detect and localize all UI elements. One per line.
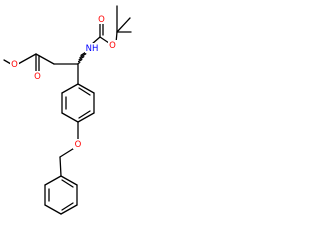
bond-layer bbox=[3, 5, 132, 215]
bond bbox=[61, 202, 74, 211]
stereo-hash-bond bbox=[77, 50, 89, 65]
boc-ether-oxygen-label: O bbox=[109, 41, 116, 51]
bond bbox=[35, 53, 55, 65]
bond bbox=[44, 175, 62, 186]
bond bbox=[99, 36, 110, 44]
bond bbox=[17, 53, 37, 65]
carbonyl-oxygen-label: O bbox=[34, 72, 41, 82]
bond bbox=[60, 175, 78, 186]
bond bbox=[3, 59, 12, 65]
bond bbox=[116, 17, 131, 33]
boc-carbonyl-oxygen-label: O bbox=[98, 15, 105, 25]
bond bbox=[78, 87, 91, 96]
bond bbox=[61, 112, 79, 123]
bond bbox=[61, 179, 74, 188]
ester-oxygen-label: O bbox=[11, 60, 18, 70]
bond bbox=[91, 36, 101, 45]
bond bbox=[59, 156, 62, 177]
structure-canvas: O O NH O O O bbox=[3, 5, 132, 215]
bond bbox=[61, 83, 79, 94]
bond bbox=[78, 110, 91, 119]
amine-nh-label: NH bbox=[86, 44, 99, 54]
atom-labels: O O NH O O O bbox=[10, 14, 117, 150]
bond bbox=[77, 112, 95, 123]
bond bbox=[60, 204, 78, 215]
bond bbox=[44, 204, 62, 215]
benzyl-ether-oxygen-label: O bbox=[75, 140, 82, 150]
bond bbox=[77, 83, 95, 94]
